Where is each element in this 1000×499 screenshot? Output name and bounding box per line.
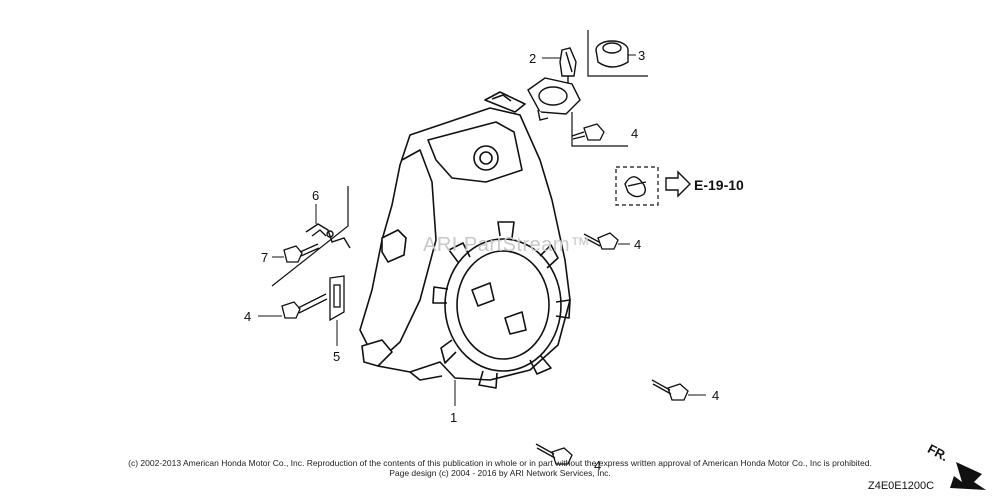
callout-4[interactable]: 4 — [712, 388, 719, 403]
callout-2[interactable]: 2 — [529, 51, 536, 66]
callout-6[interactable]: 6 — [312, 188, 319, 203]
bolt-part[interactable] — [281, 293, 328, 319]
cap-part[interactable] — [595, 40, 629, 68]
bolt-part[interactable] — [651, 379, 689, 401]
callout-4[interactable]: 4 — [634, 237, 641, 252]
left-bracket-line — [271, 186, 349, 287]
reference-link[interactable]: E-19-10 — [694, 177, 744, 193]
bolt-part[interactable] — [535, 443, 573, 465]
plate-part[interactable] — [329, 275, 345, 322]
callout-3[interactable]: 3 — [638, 48, 645, 63]
callout-1[interactable]: 1 — [450, 410, 457, 425]
reference-box — [615, 166, 659, 206]
fan-cover-part[interactable] — [359, 91, 571, 389]
copyright-line: (c) 2002-2013 American Honda Motor Co., … — [128, 458, 872, 468]
callout-4[interactable]: 4 — [244, 309, 251, 324]
callout-5[interactable]: 5 — [333, 349, 340, 364]
callout-4[interactable]: 4 — [594, 458, 601, 473]
diagram-code: Z4E0E1200C — [868, 480, 935, 492]
bolt-part[interactable] — [571, 123, 605, 141]
stop-switch-part[interactable] — [527, 77, 581, 121]
clip-part[interactable] — [305, 223, 351, 249]
cap-bracket-line — [587, 30, 648, 77]
callout-4[interactable]: 4 — [631, 126, 638, 141]
callout-7[interactable]: 7 — [261, 250, 268, 265]
page-design-line: Page design (c) 2004 - 2016 by ARI Netwo… — [389, 468, 611, 478]
clip-part-reference — [624, 176, 647, 198]
bolt-bracket-line — [571, 112, 628, 147]
watermark: ARI PartStream™ — [423, 234, 591, 256]
bolt-part[interactable] — [283, 243, 320, 263]
bolt-part[interactable] — [583, 232, 619, 250]
reference-arrow-icon[interactable] — [665, 170, 691, 198]
